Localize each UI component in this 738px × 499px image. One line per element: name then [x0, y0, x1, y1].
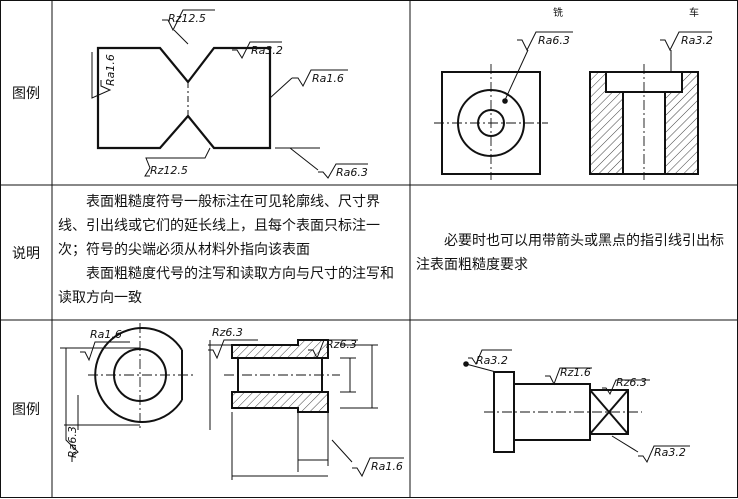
mill-turn-drawing: 铣 车 Ra6.3 Ra3.2 — [434, 6, 713, 180]
sym-sleeve-left: Rz6.3 — [212, 326, 243, 339]
sym-shaft-left: Ra3.2 — [476, 354, 508, 367]
sym-disc-top: Ra1.6 — [90, 328, 122, 341]
row-label-figure-1: 图例 — [12, 85, 40, 102]
figure-stepped-shaft: Ra3.2 Rz1.6 Rz6.3 Ra3.2 — [410, 320, 738, 498]
note-turn: 车 — [689, 6, 699, 19]
description-paragraph-2: 表面粗糙度代号的注写和读取方向与尺寸的注写和读取方向一致 — [58, 266, 394, 306]
sym-shaft-bottom: Ra3.2 — [654, 446, 686, 459]
sym-mill-ra: Ra6.3 — [538, 34, 570, 47]
description-left: 表面粗糙度符号一般标注在可见轮廓线、尺寸界线、引出线或它们的延长线上，且每个表面… — [58, 190, 404, 315]
sym-disc-side: Ra6.3 — [66, 426, 79, 458]
row-label-description: 说明 — [12, 245, 40, 262]
sym-bottom-rz: Rz12.5 — [150, 164, 188, 177]
disc-sleeve-drawing: Ra1.6 Ra6.3 — [60, 323, 404, 480]
figure-mill-turn: 铣 车 Ra6.3 Ra3.2 — [410, 0, 738, 185]
sym-right-top-ra: Ra3.2 — [251, 44, 283, 57]
sym-shaft-right: Rz6.3 — [616, 376, 647, 389]
sym-right-ra: Ra1.6 — [312, 72, 344, 85]
sym-bottom-right-ra: Ra6.3 — [336, 166, 368, 179]
sym-shaft-mid: Rz1.6 — [560, 366, 591, 379]
stepped-shaft-drawing: Ra3.2 Rz1.6 Rz6.3 Ra3.2 — [463, 349, 690, 464]
sym-turn-ra: Ra3.2 — [681, 34, 713, 47]
description-right-paragraph: 必要时也可以用带箭头或黑点的指引线引出标注表面粗糙度要求 — [416, 233, 724, 273]
figure-disc-sleeve: Ra1.6 Ra6.3 — [52, 320, 410, 498]
description-right: 必要时也可以用带箭头或黑点的指引线引出标注表面粗糙度要求 — [416, 229, 732, 289]
notched-block-drawing: Rz12.5 Ra3.2 Ra1.6 Ra1.6 Rz12.5 Ra6.3 — [91, 9, 368, 179]
sym-top-rz: Rz12.5 — [168, 12, 206, 25]
sym-sleeve-bottom: Ra1.6 — [371, 460, 403, 473]
row-label-figure-2: 图例 — [12, 402, 40, 418]
description-paragraph-1: 表面粗糙度符号一般标注在可见轮廓线、尺寸界线、引出线或它们的延长线上，且每个表面… — [58, 194, 380, 258]
sym-sleeve-right: Rz6.3 — [326, 338, 357, 351]
note-mill: 铣 — [553, 6, 563, 19]
figure-notched-block: Rz12.5 Ra3.2 Ra1.6 Ra1.6 Rz12.5 Ra6.3 — [52, 0, 410, 185]
sym-left-ra: Ra1.6 — [104, 54, 117, 86]
